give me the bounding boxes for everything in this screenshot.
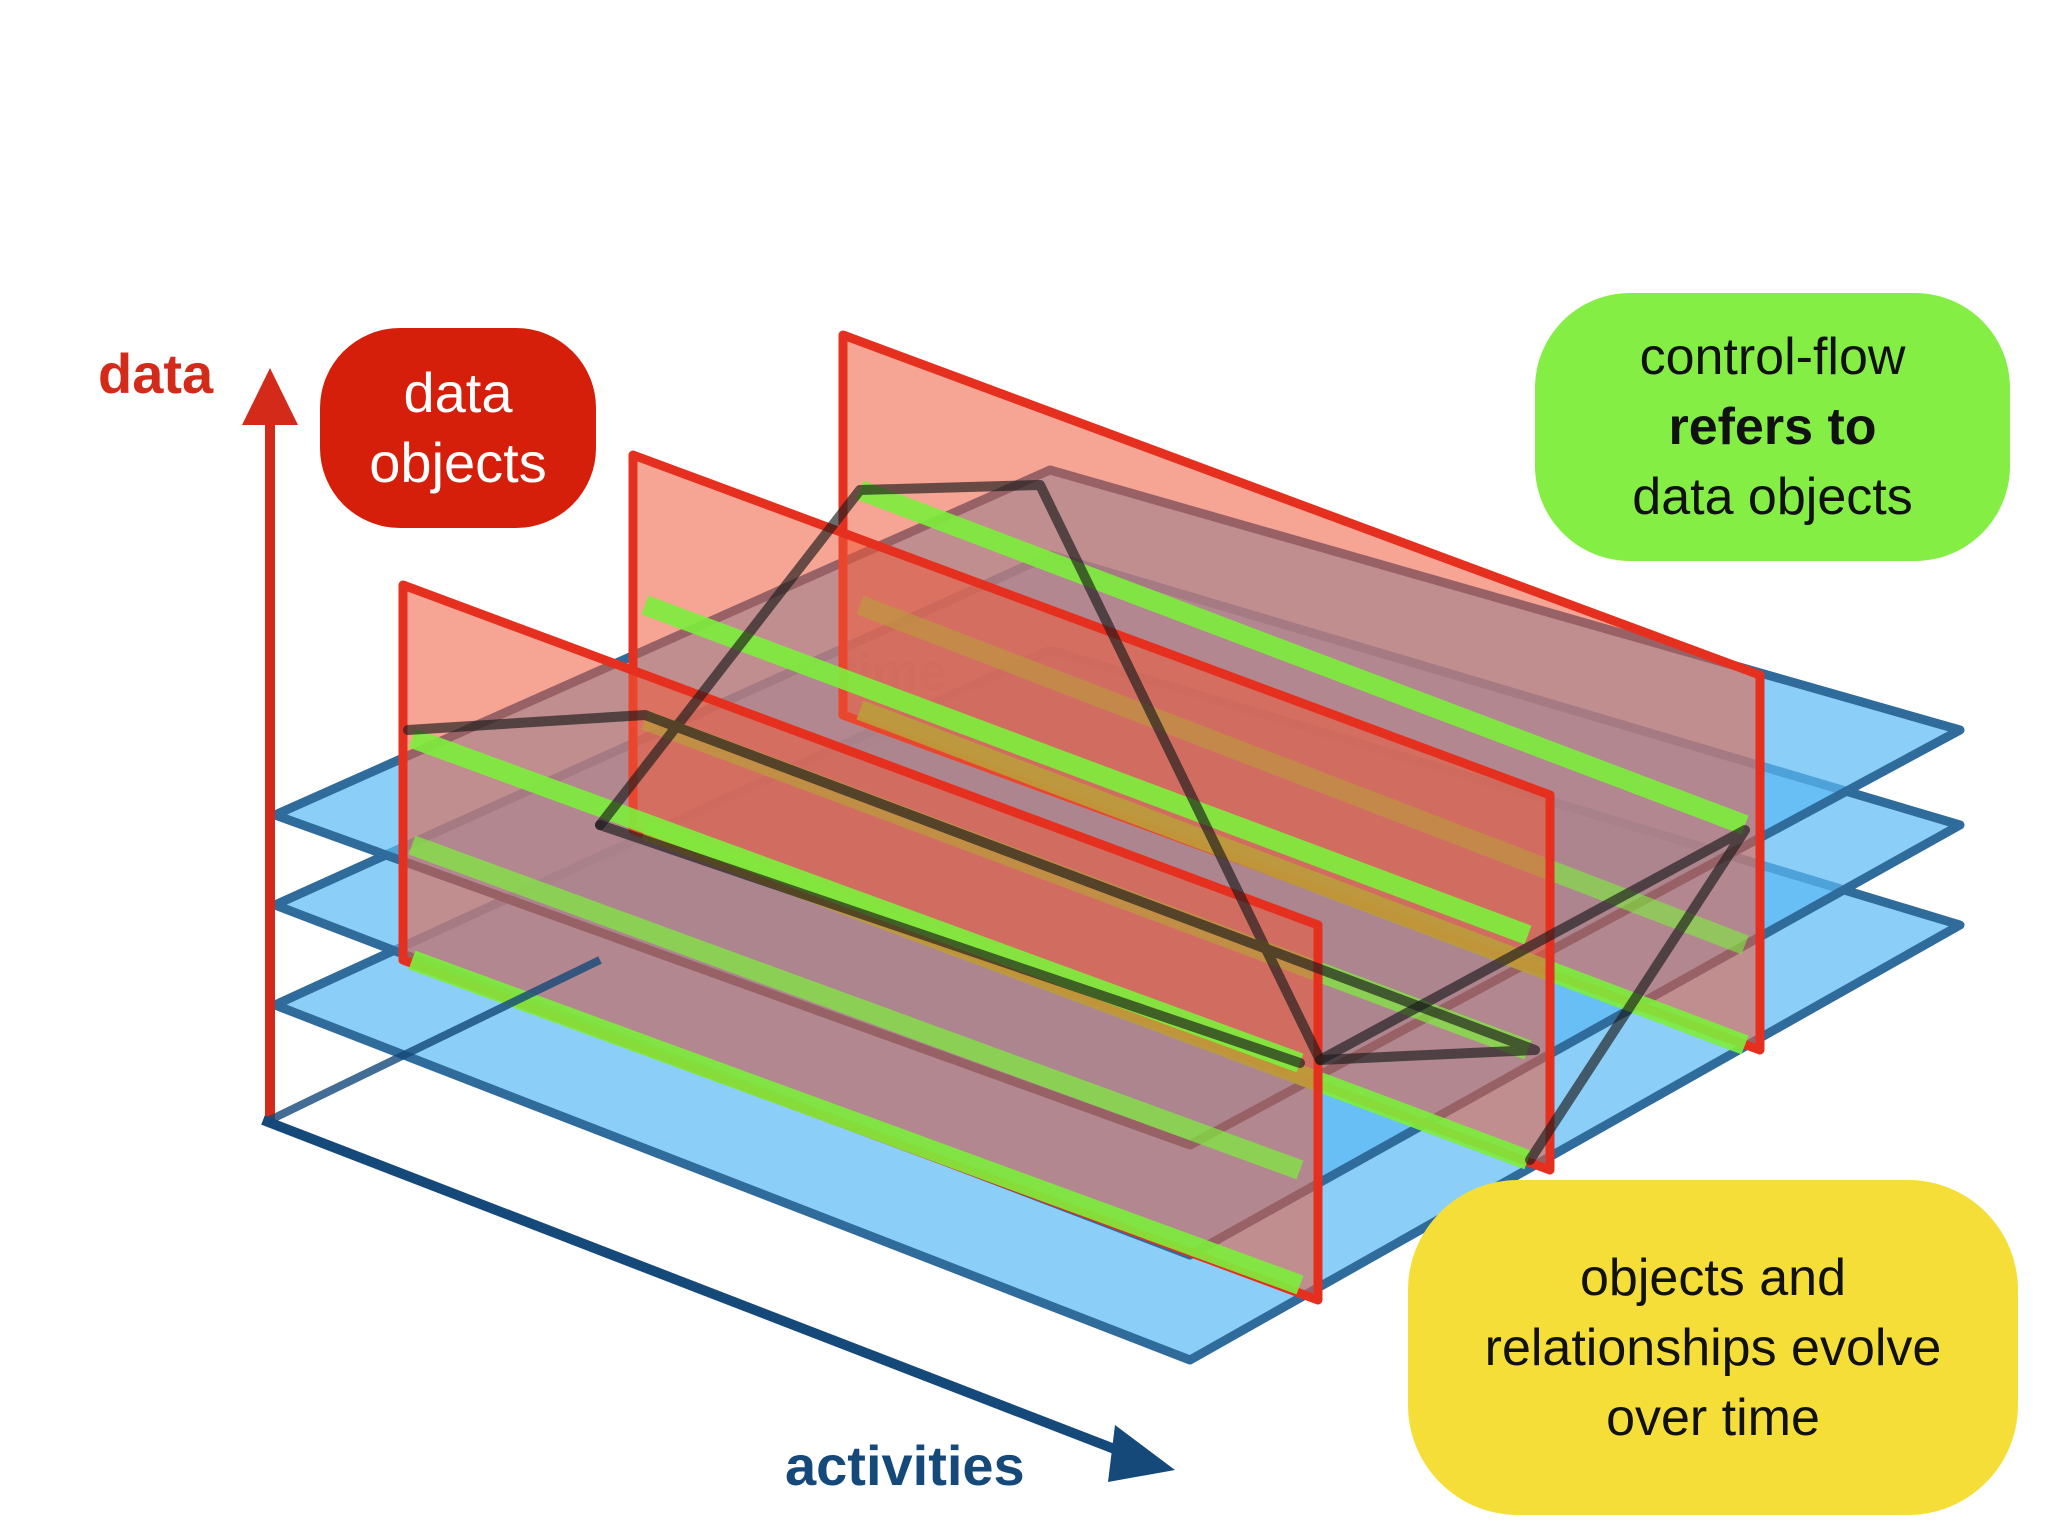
evolve-bubble-line1: objects and [1580, 1248, 1846, 1307]
data-axis-label: data [98, 342, 214, 405]
control-flow-trace [403, 480, 1750, 1165]
evolve-bubble-line2: relationships evolve [1484, 1318, 1942, 1377]
evolve-bubble-line3: over time [1606, 1388, 1820, 1447]
data-objects-bubble: data objects [320, 328, 596, 528]
control-flow-bubble-line1: control-flow [1639, 328, 1906, 386]
time-axis-base [268, 956, 602, 1124]
data-object-wall-front [398, 580, 1323, 1305]
data-objects-bubble-line2: objects [369, 431, 547, 494]
control-flow-bubble: control-flow refers to data objects [1535, 293, 2010, 561]
activities-axis [261, 1115, 1132, 1460]
activities-axis-label: activities [785, 1434, 1025, 1497]
data-objects-bubble-line1: data [403, 361, 513, 424]
activities-axis-arrowhead [1108, 1425, 1175, 1482]
evolve-bubble: objects and relationships evolve over ti… [1408, 1180, 2018, 1515]
control-flow-bubble-line2: refers to [1668, 398, 1877, 456]
control-flow-bubble-line3: data objects [1632, 468, 1913, 526]
data-axis-arrowhead [242, 368, 298, 425]
